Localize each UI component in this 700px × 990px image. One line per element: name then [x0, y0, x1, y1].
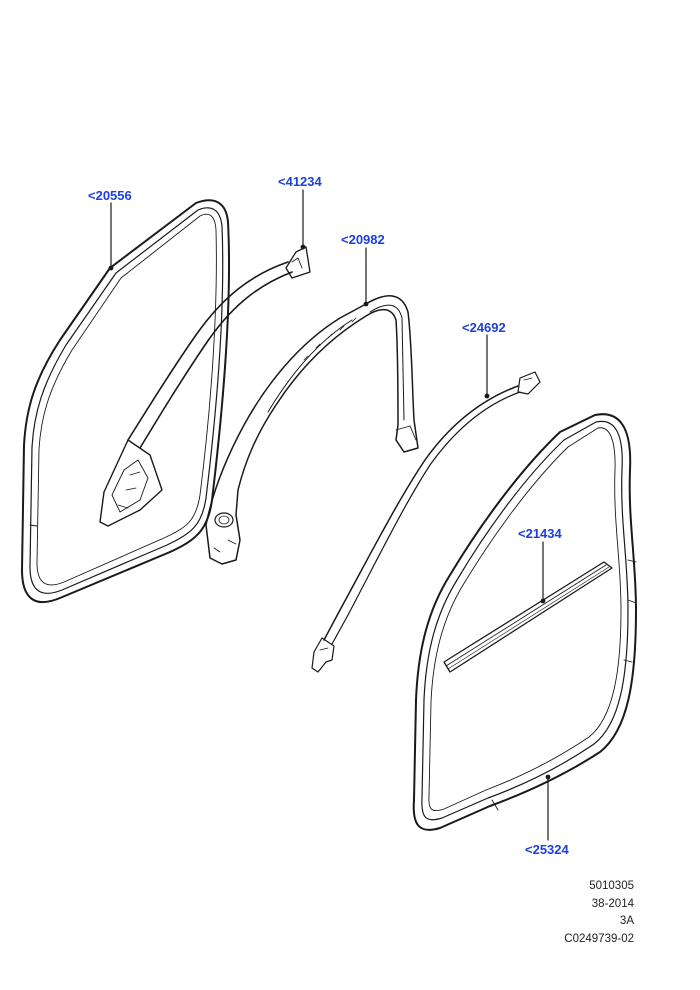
door-opening-weatherstrip-part [21, 199, 231, 603]
belt-weatherstrip-part [443, 561, 613, 673]
a-pillar-trim-part [99, 246, 311, 527]
reference-code-3: 3A [619, 915, 634, 927]
leader-lines [108, 189, 551, 841]
door-edge-trim-part [311, 371, 541, 673]
door-weatherstrip-part [412, 413, 637, 831]
callout-41234[interactable]: <41234 [278, 174, 322, 189]
reference-code-4: C0249739-02 [564, 933, 634, 945]
callout-20982[interactable]: <20982 [341, 232, 385, 247]
door-frame-seal-part [205, 295, 419, 565]
reference-code-1: 5010305 [589, 880, 634, 892]
callout-25324[interactable]: <25324 [525, 842, 569, 857]
callout-24692[interactable]: <24692 [462, 320, 506, 335]
callout-21434[interactable]: <21434 [518, 526, 562, 541]
callout-20556[interactable]: <20556 [88, 188, 132, 203]
reference-code-2: 38-2014 [591, 898, 634, 910]
